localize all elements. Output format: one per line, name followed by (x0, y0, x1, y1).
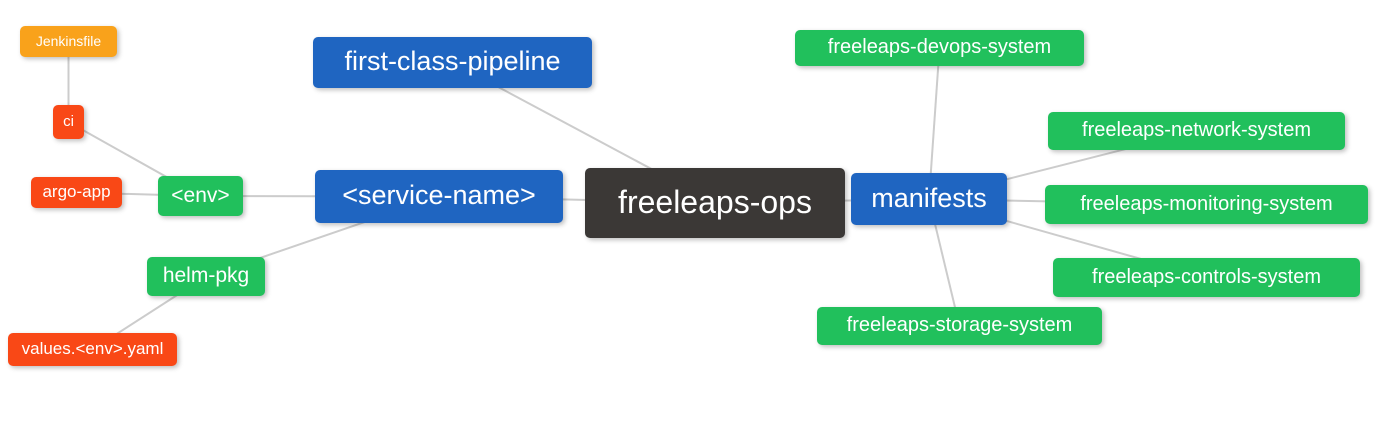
node-ci[interactable]: ci (53, 105, 84, 139)
node-label: ci (63, 112, 74, 130)
node-label: freeleaps-storage-system (846, 314, 1073, 336)
node-freeleaps-ops[interactable]: freeleaps-ops (585, 168, 845, 238)
node-freeleaps-devops-system[interactable]: freeleaps-devops-system (795, 30, 1084, 66)
node-argo-app[interactable]: argo-app (31, 177, 122, 208)
node-label: <env> (171, 183, 230, 207)
node-label: <service-name> (342, 180, 536, 210)
node-helm-pkg[interactable]: helm-pkg (147, 257, 265, 296)
node-label: argo-app (42, 182, 111, 201)
node-freeleaps-network-system[interactable]: freeleaps-network-system (1048, 112, 1345, 150)
node-label: freeleaps-network-system (1082, 119, 1311, 141)
node-env[interactable]: <env> (158, 176, 243, 216)
node-freeleaps-monitoring-system[interactable]: freeleaps-monitoring-system (1045, 185, 1368, 224)
node-jenkinsfile[interactable]: Jenkinsfile (20, 26, 117, 57)
node-service-name[interactable]: <service-name> (315, 170, 563, 223)
node-label: freeleaps-ops (618, 184, 812, 220)
node-label: freeleaps-controls-system (1092, 265, 1321, 288)
node-label: manifests (871, 182, 987, 213)
node-freeleaps-storage-system[interactable]: freeleaps-storage-system (817, 307, 1102, 345)
node-label: freeleaps-monitoring-system (1080, 192, 1333, 215)
node-label: values.<env>.yaml (21, 339, 164, 358)
node-label: helm-pkg (162, 264, 250, 287)
node-manifests[interactable]: manifests (851, 173, 1007, 225)
node-label: freeleaps-devops-system (827, 36, 1052, 58)
node-label: Jenkinsfile (35, 32, 102, 49)
node-first-class-pipeline[interactable]: first-class-pipeline (313, 37, 592, 88)
node-label: first-class-pipeline (344, 46, 561, 76)
node-values-env-yaml[interactable]: values.<env>.yaml (8, 333, 177, 366)
node-freeleaps-controls-system[interactable]: freeleaps-controls-system (1053, 258, 1360, 297)
